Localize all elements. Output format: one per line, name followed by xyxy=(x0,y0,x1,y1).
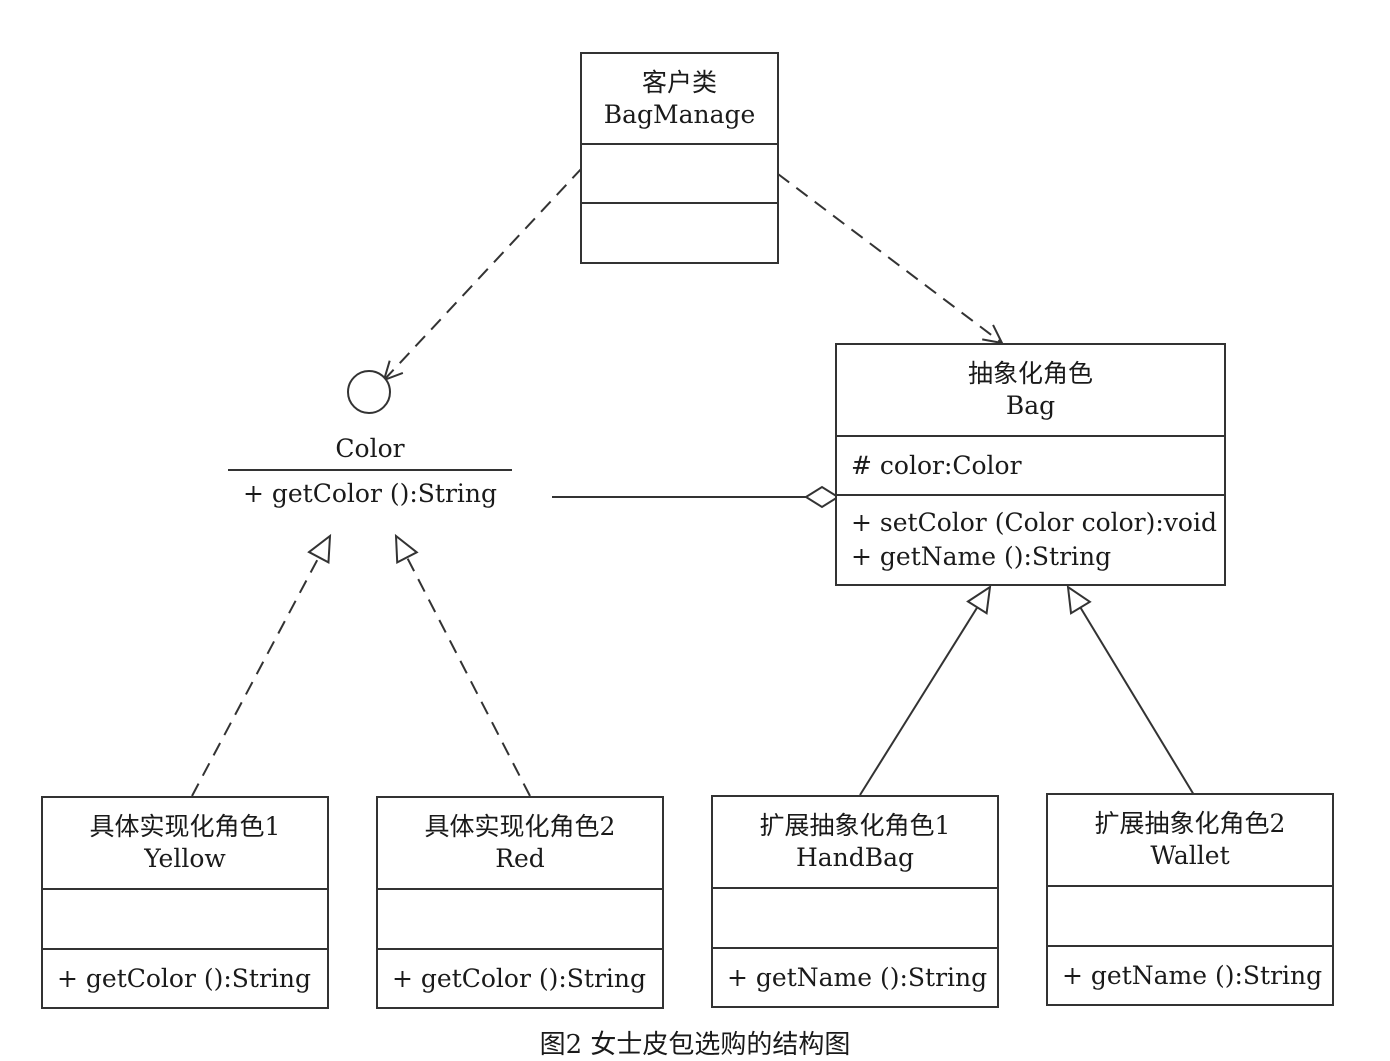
methods-section: + getColor ():String xyxy=(378,950,662,1007)
class-header: 扩展抽象化角色1 HandBag xyxy=(713,797,997,889)
class-header: 抽象化角色 Bag xyxy=(837,345,1224,437)
class-bagmanage: 客户类 BagManage xyxy=(580,52,779,264)
attributes-section xyxy=(713,889,997,949)
class-wallet: 扩展抽象化角色2 Wallet + getName ():String xyxy=(1046,793,1334,1006)
method: + getColor ():String xyxy=(392,963,647,993)
dependency-bagmanage-to-color xyxy=(382,167,583,382)
methods-section xyxy=(582,204,777,262)
class-stereotype: 具体实现化角色2 xyxy=(424,812,616,841)
dependency-bagmanage-to-bag xyxy=(777,173,1004,345)
class-header: 客户类 BagManage xyxy=(582,54,777,145)
class-name: Bag xyxy=(1005,391,1056,420)
attributes-section xyxy=(43,890,327,950)
attribute: # color:Color xyxy=(851,450,1022,480)
realization-yellow-to-color xyxy=(191,533,332,797)
class-stereotype: 抽象化角色 xyxy=(967,359,1093,388)
attributes-section xyxy=(582,145,777,204)
methods-section: + getName ():String xyxy=(1048,947,1332,1004)
class-name: Red xyxy=(495,844,545,873)
class-header: 具体实现化角色2 Red xyxy=(378,798,662,890)
class-stereotype: 扩展抽象化角色2 xyxy=(1094,809,1286,838)
method: + getName ():String xyxy=(851,542,1112,571)
interface-method: + getColor ():String xyxy=(242,479,498,508)
methods-section: + getColor ():String xyxy=(43,950,327,1007)
interface-name: Color xyxy=(335,434,405,463)
generalization-wallet-to-bag xyxy=(1066,584,1195,796)
class-header: 扩展抽象化角色2 Wallet xyxy=(1048,795,1332,887)
class-stereotype: 扩展抽象化角色1 xyxy=(759,811,951,840)
class-name: Wallet xyxy=(1150,841,1230,870)
method: + setColor (Color color):void xyxy=(851,508,1217,537)
class-name: Yellow xyxy=(144,844,226,873)
class-yellow: 具体实现化角色1 Yellow + getColor ():String xyxy=(41,796,329,1009)
attributes-section: # color:Color xyxy=(837,437,1224,496)
attributes-section xyxy=(378,890,662,950)
class-header: 具体实现化角色1 Yellow xyxy=(43,798,327,890)
method: + getName ():String xyxy=(1062,960,1323,990)
class-stereotype: 客户类 xyxy=(641,67,717,97)
methods-section: + setColor (Color color):void + getName … xyxy=(837,496,1224,584)
class-red: 具体实现化角色2 Red + getColor ():String xyxy=(376,796,664,1009)
class-bag: 抽象化角色 Bag # color:Color + setColor (Colo… xyxy=(835,343,1226,586)
realization-red-to-color xyxy=(394,533,531,797)
figure-caption: 图2 女士皮包选购的结构图 xyxy=(539,1030,851,1060)
methods-section: + getName ():String xyxy=(713,949,997,1006)
method: + getColor ():String xyxy=(57,963,312,993)
class-handbag: 扩展抽象化角色1 HandBag + getName ():String xyxy=(711,795,999,1008)
method: + getName ():String xyxy=(727,962,988,992)
interface-lollipop-icon xyxy=(347,370,391,414)
attributes-section xyxy=(1048,887,1332,947)
class-name: HandBag xyxy=(795,843,915,872)
class-name: BagManage xyxy=(603,99,756,129)
aggregation-diamond-icon xyxy=(804,485,840,509)
generalization-handbag-to-bag xyxy=(859,584,992,796)
class-stereotype: 具体实现化角色1 xyxy=(89,812,281,841)
